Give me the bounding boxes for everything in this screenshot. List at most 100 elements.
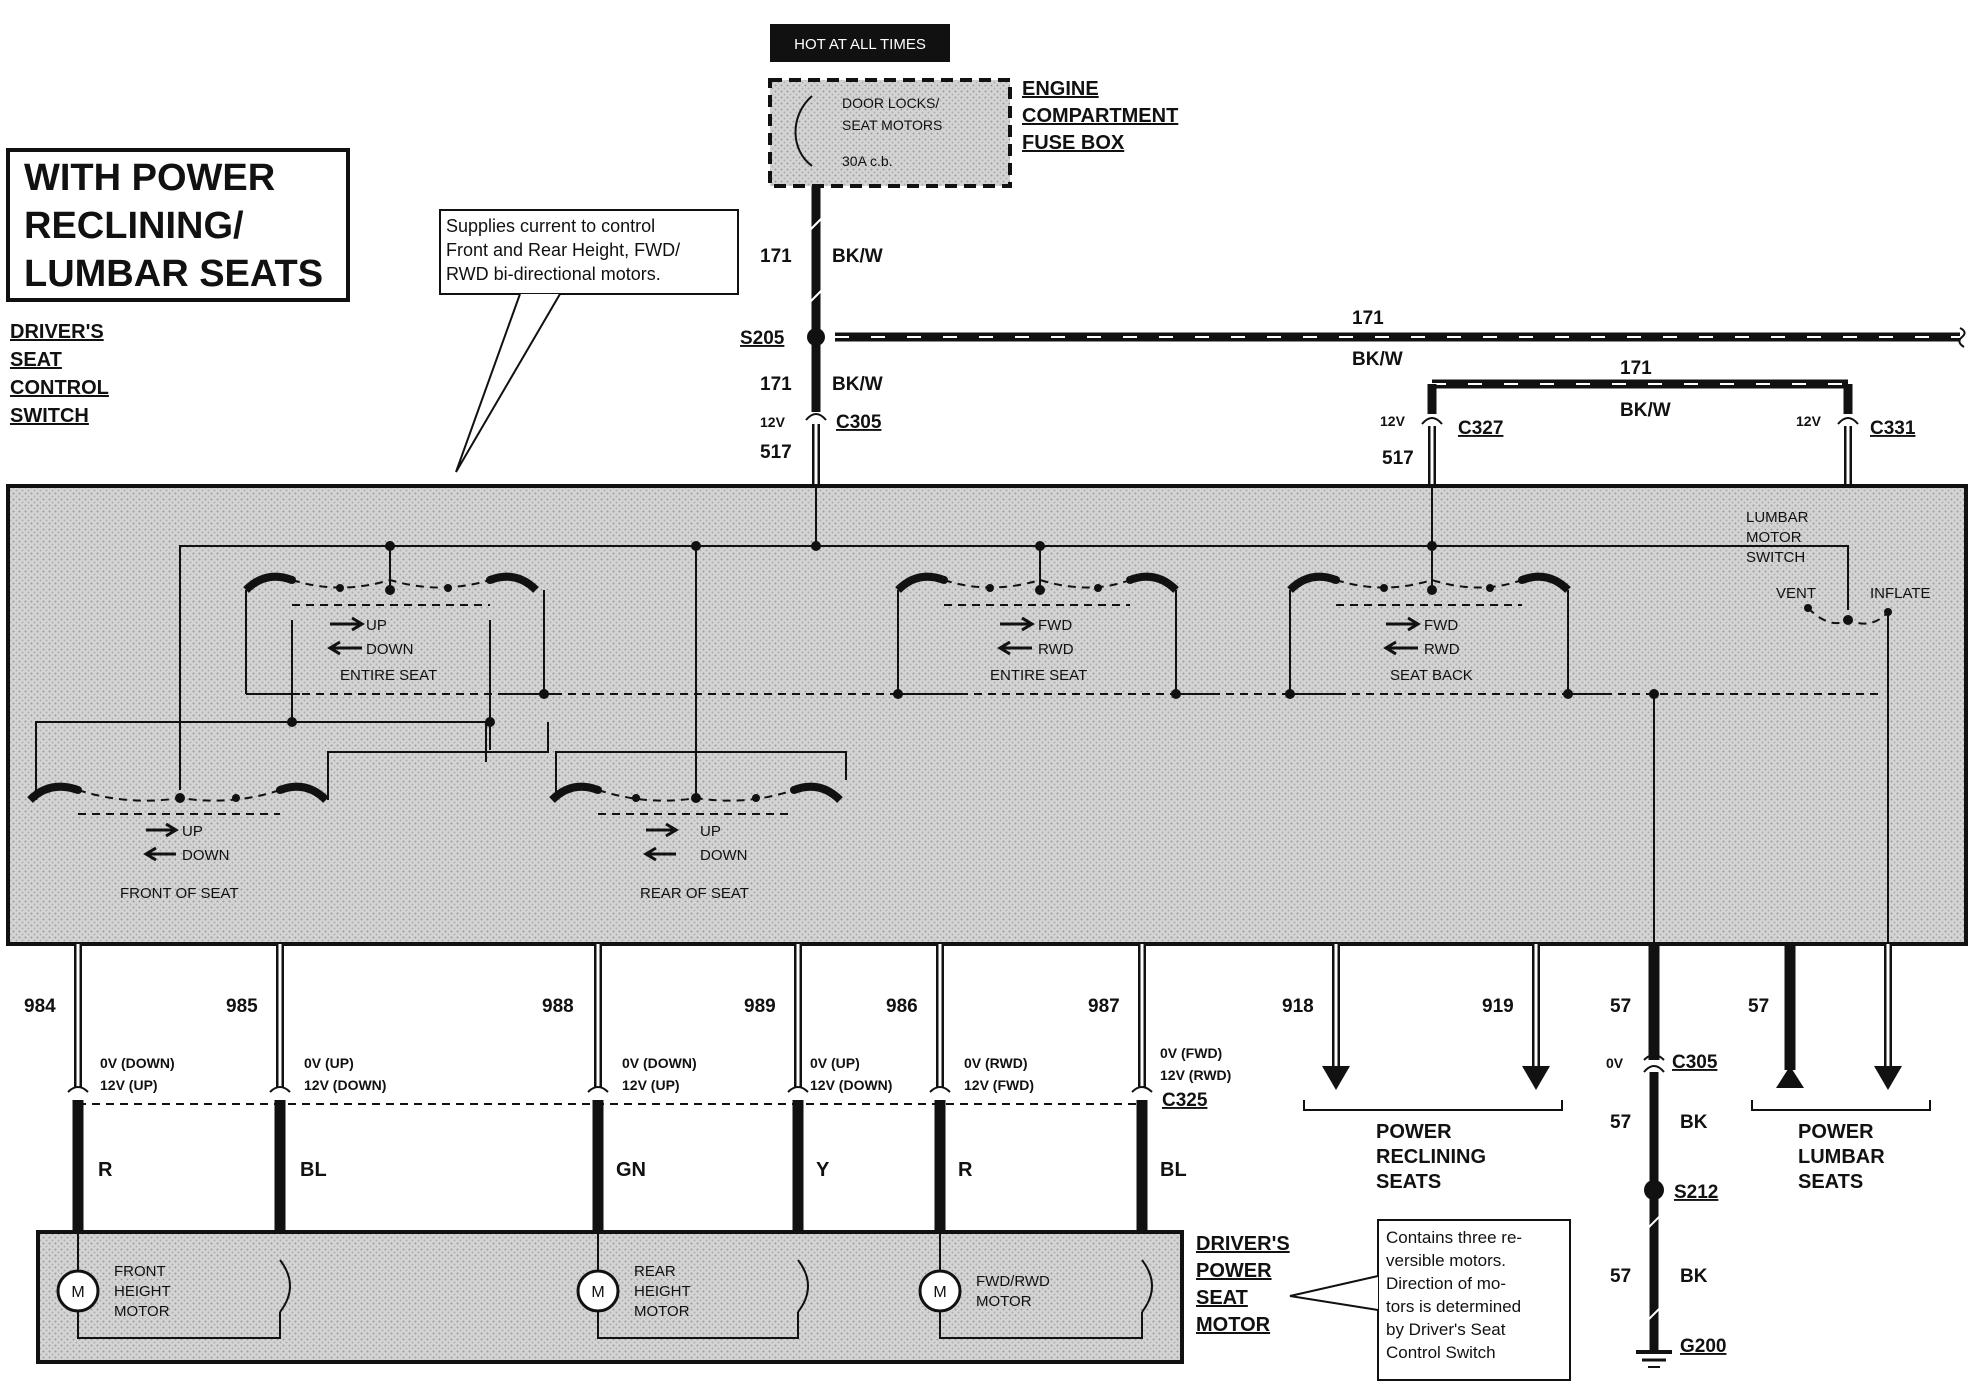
motor-title-1: DRIVER'S <box>1196 1233 1290 1255</box>
fuse-box-title-1: ENGINE <box>1022 78 1099 100</box>
circuit-918: 918 <box>1282 996 1314 1017</box>
supply-note-3: RWD bi-directional motors. <box>446 264 661 284</box>
splice-s205-label: S205 <box>740 328 785 349</box>
fuse-line2: SEAT MOTORS <box>842 117 942 133</box>
state-988-1: 0V (DOWN) <box>622 1055 697 1071</box>
connector-c325-label: C325 <box>1162 1090 1208 1111</box>
front-seat-down: DOWN <box>182 847 230 864</box>
circuit-57-b: 57 <box>1748 996 1769 1017</box>
motor-note-3: Direction of mo- <box>1386 1274 1506 1293</box>
color-bl-1: BL <box>300 1159 327 1181</box>
connector-c331-label: C331 <box>1870 418 1916 439</box>
entire-seat-down: DOWN <box>366 641 414 658</box>
fuse-line1: DOOR LOCKS/ <box>842 95 939 111</box>
rear-seat-up: UP <box>700 823 721 840</box>
switch-rear-of-seat[interactable]: UP DOWN REAR OF SEAT <box>549 782 843 902</box>
color-gn: GN <box>616 1159 646 1181</box>
circuit-987: 987 <box>1088 996 1120 1017</box>
motor-note-2: versible motors. <box>1386 1251 1506 1270</box>
circuit-988: 988 <box>542 996 574 1017</box>
wire-bkw-label-c: BK/W <box>832 374 883 395</box>
reclining-label-3: SEATS <box>1376 1171 1441 1193</box>
color-y: Y <box>816 1159 830 1181</box>
diagram-title-3: LUMBAR SEATS <box>24 253 323 295</box>
ground-g200-label: G200 <box>1680 1336 1726 1357</box>
front-seat-up: UP <box>182 823 203 840</box>
state-989-1: 0V (UP) <box>810 1055 860 1071</box>
motor-note-5: by Driver's Seat <box>1386 1320 1506 1339</box>
splice-s212 <box>1644 1180 1664 1200</box>
state-986-2: 12V (FWD) <box>964 1077 1034 1093</box>
motor-symbol-2: M <box>591 1284 604 1301</box>
wire-517-label-b: 517 <box>1382 448 1414 469</box>
fuse-box-title-2: COMPARTMENT <box>1022 105 1178 127</box>
switch-internal-wiring <box>35 486 1880 944</box>
front-motor-2: HEIGHT <box>114 1283 171 1300</box>
rear-seat-name: REAR OF SEAT <box>640 885 749 902</box>
circuit-984: 984 <box>24 996 56 1017</box>
circuit-57-d: 57 <box>1610 1266 1631 1287</box>
lumbar-label-3: SEATS <box>1798 1171 1863 1193</box>
diagram-title-1: WITH POWER <box>24 157 275 199</box>
motor-note-1: Contains three re- <box>1386 1228 1522 1247</box>
color-r-2: R <box>958 1159 973 1181</box>
control-switch-title-3: CONTROL <box>10 377 109 399</box>
fuse-rating: 30A c.b. <box>842 153 893 169</box>
lumbar-vent: VENT <box>1776 585 1816 602</box>
lumbar-label-2: LUMBAR <box>1798 1146 1885 1168</box>
motor-title-2: POWER <box>1196 1260 1272 1282</box>
entire-seat-rwd: RWD <box>1038 641 1074 658</box>
front-height-motor-icon <box>56 1269 100 1313</box>
splice-s205 <box>807 328 825 346</box>
switch-seat-back[interactable]: FWD RWD SEAT BACK <box>1287 572 1571 684</box>
rear-height-motor-icon <box>576 1269 620 1313</box>
front-motor-3: MOTOR <box>114 1303 170 1320</box>
switch-lumbar-motor[interactable]: LUMBAR MOTOR SWITCH VENT INFLATE <box>1746 509 1931 944</box>
splice-s212-label: S212 <box>1674 1182 1718 1203</box>
volt-12v-a: 12V <box>760 414 786 430</box>
state-987-2: 12V (RWD) <box>1160 1067 1231 1083</box>
reclining-label-2: RECLINING <box>1376 1146 1486 1168</box>
reclining-label-1: POWER <box>1376 1121 1452 1143</box>
control-switch-body <box>6 484 1968 946</box>
motor-symbol-3: M <box>933 1284 946 1301</box>
switch-entire-seat-updown[interactable]: UP DOWN ENTIRE SEAT <box>243 572 539 684</box>
connector-c327-label: C327 <box>1458 418 1503 439</box>
motor-note-6: Control Switch <box>1386 1343 1496 1362</box>
state-984-2: 12V (UP) <box>100 1077 158 1093</box>
entire-seat-ud-name: ENTIRE SEAT <box>340 667 437 684</box>
color-r-1: R <box>98 1159 113 1181</box>
wire-bkw-label-b: BK/W <box>1352 349 1403 370</box>
output-wires <box>67 944 1931 1368</box>
fuse-box-title-3: FUSE BOX <box>1022 132 1125 154</box>
circuit-57-a: 57 <box>1610 996 1631 1017</box>
state-984-1: 0V (DOWN) <box>100 1055 175 1071</box>
motor-symbol-1: M <box>71 1284 84 1301</box>
motor-internal-wiring <box>77 1232 1153 1339</box>
hot-label: HOT AT ALL TIMES <box>794 36 926 53</box>
state-986-1: 0V (RWD) <box>964 1055 1028 1071</box>
state-987-1: 0V (FWD) <box>1160 1045 1222 1061</box>
connector-c305b-label: C305 <box>1672 1052 1718 1073</box>
fwdrwd-motor-2: MOTOR <box>976 1293 1032 1310</box>
switch-entire-seat-fwdrwd[interactable]: FWD RWD ENTIRE SEAT <box>895 572 1179 684</box>
circuit-985: 985 <box>226 996 258 1017</box>
entire-seat-fr-name: ENTIRE SEAT <box>990 667 1087 684</box>
motor-title-4: MOTOR <box>1196 1314 1271 1336</box>
rear-motor-3: MOTOR <box>634 1303 690 1320</box>
wire-bk-b: BK <box>1680 1266 1708 1287</box>
seat-back-rwd: RWD <box>1424 641 1460 658</box>
circuit-919: 919 <box>1482 996 1514 1017</box>
motor-title-3: SEAT <box>1196 1287 1248 1309</box>
state-989-2: 12V (DOWN) <box>810 1077 892 1093</box>
motor-note-box <box>1377 1219 1571 1381</box>
state-985-2: 12V (DOWN) <box>304 1077 386 1093</box>
entire-seat-fwd: FWD <box>1038 617 1072 634</box>
lumbar-title-2: MOTOR <box>1746 529 1802 546</box>
control-switch-title-1: DRIVER'S <box>10 321 104 343</box>
entire-seat-up: UP <box>366 617 387 634</box>
control-switch-title-4: SWITCH <box>10 405 89 427</box>
connector-c305-label: C305 <box>836 412 882 433</box>
switch-front-of-seat[interactable]: UP DOWN FRONT OF SEAT <box>27 782 329 902</box>
rear-motor-2: HEIGHT <box>634 1283 691 1300</box>
